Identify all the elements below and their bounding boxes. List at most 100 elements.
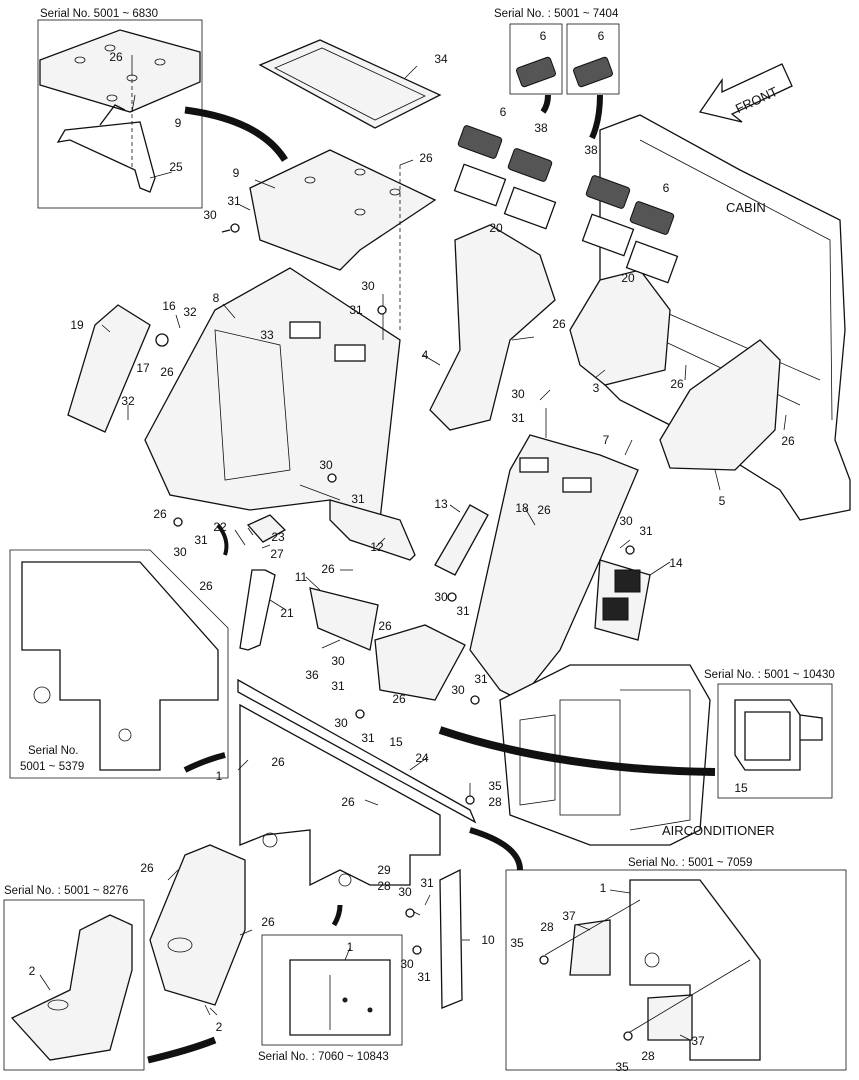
callout-26: 26 bbox=[160, 365, 174, 379]
callout-7: 7 bbox=[603, 433, 610, 447]
part-21-hose bbox=[239, 569, 276, 651]
part-24-strip bbox=[237, 678, 477, 824]
part-6-grille-a bbox=[457, 125, 503, 159]
part-3-duct bbox=[569, 269, 671, 386]
callout-20: 20 bbox=[489, 221, 503, 235]
callout-10: 10 bbox=[481, 933, 495, 947]
callout-31: 31 bbox=[331, 679, 345, 693]
callout-15: 15 bbox=[734, 781, 748, 795]
callout-32: 32 bbox=[121, 394, 135, 408]
callout-30: 30 bbox=[319, 458, 333, 472]
callout-26: 26 bbox=[261, 915, 275, 929]
inset-bottom-right: Serial No. : 5001 ~ 7059 bbox=[505, 857, 847, 1071]
callout-26: 26 bbox=[199, 579, 213, 593]
part-6-grille-c bbox=[585, 175, 631, 209]
callout-30: 30 bbox=[334, 716, 348, 730]
callout-26: 26 bbox=[153, 507, 167, 521]
callout-6: 6 bbox=[663, 181, 670, 195]
callout-30: 30 bbox=[434, 590, 448, 604]
callout-15: 15 bbox=[389, 735, 403, 749]
callout-12: 12 bbox=[370, 540, 384, 554]
callout-31: 31 bbox=[474, 672, 488, 686]
callout-31: 31 bbox=[417, 970, 431, 984]
callout-27: 27 bbox=[270, 547, 284, 561]
part-19-plate bbox=[67, 304, 151, 433]
callout-35: 35 bbox=[510, 936, 524, 950]
inset-mid-right-serial: Serial No. : 5001 ~ 10430 bbox=[704, 669, 835, 681]
bolts bbox=[155, 223, 635, 1041]
callout-30: 30 bbox=[511, 387, 525, 401]
callout-26: 26 bbox=[140, 861, 154, 875]
callout-18: 18 bbox=[515, 501, 529, 515]
inset-top-right: Serial No. : 5001 ~ 7404 bbox=[494, 8, 620, 95]
callout-34: 34 bbox=[434, 52, 448, 66]
callout-30: 30 bbox=[451, 683, 465, 697]
part-2-duct bbox=[149, 844, 246, 1006]
callout-22: 22 bbox=[213, 520, 227, 534]
callout-31: 31 bbox=[361, 731, 375, 745]
callout-25: 25 bbox=[169, 160, 183, 174]
cabin-label: CABIN bbox=[726, 200, 766, 215]
callout-26: 26 bbox=[341, 795, 355, 809]
part-38-frame-a bbox=[503, 186, 557, 230]
part-15-box bbox=[374, 624, 466, 701]
callout-28: 28 bbox=[488, 795, 502, 809]
callout-6: 6 bbox=[500, 105, 507, 119]
part-1-panel bbox=[239, 703, 441, 887]
callout-labels: 26 9 25 6 6 34 6 38 38 6 20 20 9 26 31 3… bbox=[29, 29, 795, 1074]
callout-26: 26 bbox=[781, 434, 795, 448]
callout-26: 26 bbox=[321, 562, 335, 576]
part-38-frame-b bbox=[581, 213, 635, 257]
callout-37: 37 bbox=[691, 1034, 705, 1048]
callout-31: 31 bbox=[227, 194, 241, 208]
callout-30: 30 bbox=[361, 279, 375, 293]
callout-20: 20 bbox=[621, 271, 635, 285]
callout-23: 23 bbox=[271, 530, 285, 544]
callout-32: 32 bbox=[183, 305, 197, 319]
airconditioner-label: AIRCONDITIONER bbox=[662, 823, 775, 838]
part-6-grille-d bbox=[629, 201, 675, 235]
callout-31: 31 bbox=[420, 876, 434, 890]
inset-mid-right: Serial No. : 5001 ~ 10430 bbox=[704, 669, 835, 799]
callout-26: 26 bbox=[109, 50, 123, 64]
inset-mid-left-serial-2: 5001 ~ 5379 bbox=[20, 761, 84, 773]
callout-8: 8 bbox=[213, 291, 220, 305]
callout-28: 28 bbox=[641, 1049, 655, 1063]
part-6-grille-b bbox=[507, 148, 553, 182]
callout-1: 1 bbox=[216, 769, 223, 783]
callout-31: 31 bbox=[351, 492, 365, 506]
callout-30: 30 bbox=[619, 514, 633, 528]
callout-3: 3 bbox=[593, 381, 600, 395]
callout-26: 26 bbox=[670, 377, 684, 391]
callout-19: 19 bbox=[70, 318, 84, 332]
callout-6: 6 bbox=[540, 29, 547, 43]
callout-31: 31 bbox=[511, 411, 525, 425]
callout-28: 28 bbox=[377, 879, 391, 893]
callout-30: 30 bbox=[203, 208, 217, 222]
inset-bottom-mid-serial: Serial No. : 7060 ~ 10843 bbox=[258, 1051, 389, 1063]
airconditioner-unit: AIRCONDITIONER bbox=[499, 664, 775, 846]
callout-5: 5 bbox=[719, 494, 726, 508]
inset-top-left: Serial No. 5001 ~ 6830 bbox=[37, 8, 203, 209]
callout-31: 31 bbox=[349, 303, 363, 317]
callout-16: 16 bbox=[162, 299, 176, 313]
callout-6: 6 bbox=[598, 29, 605, 43]
callout-29: 29 bbox=[377, 863, 391, 877]
inset-mid-left-serial-1: Serial No. bbox=[28, 745, 79, 757]
callout-36: 36 bbox=[305, 668, 319, 682]
part-11-vent bbox=[309, 587, 379, 651]
inset-bottom-left-serial: Serial No. : 5001 ~ 8276 bbox=[4, 885, 128, 897]
inset-bottom-left: Serial No. : 5001 ~ 8276 bbox=[3, 885, 145, 1071]
callout-31: 31 bbox=[456, 604, 470, 618]
inset-top-left-serial: Serial No. 5001 ~ 6830 bbox=[40, 8, 158, 20]
callout-26: 26 bbox=[378, 619, 392, 633]
callout-9: 9 bbox=[175, 116, 182, 130]
callout-30: 30 bbox=[400, 957, 414, 971]
callout-26: 26 bbox=[537, 503, 551, 517]
part-23-seal bbox=[246, 514, 287, 543]
part-5-duct bbox=[659, 339, 781, 471]
callout-17: 17 bbox=[136, 361, 150, 375]
front-arrow: FRONT bbox=[698, 63, 793, 123]
callout-35: 35 bbox=[488, 779, 502, 793]
